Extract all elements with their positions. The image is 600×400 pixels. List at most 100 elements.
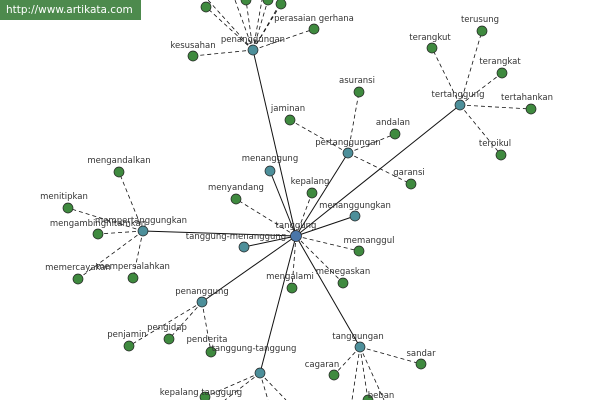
- node-beban[interactable]: beban: [362, 391, 394, 400]
- node-label: mempertanggungkan: [95, 216, 187, 226]
- node-memercayakan[interactable]: memercayakan: [45, 263, 111, 285]
- node-tertanggung[interactable]: tertanggung: [432, 90, 485, 111]
- node-pengidap[interactable]: pengidap: [147, 323, 187, 345]
- node-label: tertahankan: [501, 93, 553, 103]
- node-kepalang-tanggung[interactable]: kepalang tanggung: [160, 388, 242, 400]
- node-dot[interactable]: [349, 210, 361, 222]
- edge-tanggung-penanggung: [201, 235, 297, 303]
- node-dot[interactable]: [405, 178, 417, 190]
- node-tanggung-tanggung[interactable]: tanggung-tanggung: [212, 344, 297, 379]
- unlabeled-node-dot-3: [275, 0, 287, 10]
- node-terpikul[interactable]: terpikul: [479, 139, 511, 161]
- edge-tanggung-mengalami: [291, 235, 297, 289]
- node-menanggungkan[interactable]: menanggungkan: [319, 201, 391, 222]
- node-kepalang[interactable]: kepalang: [291, 177, 330, 199]
- node-dot[interactable]: [123, 340, 135, 352]
- node-dot[interactable]: [284, 114, 296, 126]
- edge-tanggung-menanggung: [269, 170, 297, 237]
- node-mempersalahkan[interactable]: mempersalahkan: [96, 262, 170, 284]
- node-label: menanggungkan: [319, 201, 391, 211]
- node-menanggung[interactable]: menanggung: [242, 154, 298, 177]
- node-menegaskan[interactable]: menegaskan: [316, 267, 371, 289]
- node-dot[interactable]: [199, 391, 211, 400]
- node-dot[interactable]: [238, 241, 250, 253]
- node-dot[interactable]: [286, 282, 298, 294]
- node-dot[interactable]: [476, 25, 488, 37]
- node-sandar[interactable]: sandar: [406, 349, 436, 370]
- edge-tanggung-menanggungkan: [295, 215, 356, 237]
- edge-tanggung-tanggung-tanggung: [259, 235, 297, 374]
- node-dot[interactable]: [247, 44, 259, 56]
- node-mengandalkan[interactable]: mengandalkan: [87, 156, 151, 178]
- edge-tanggung-kepalang: [295, 192, 313, 237]
- node-dot[interactable]: [205, 346, 217, 358]
- edge-mempertanggungkan-mempersalahkan: [132, 230, 144, 279]
- node-label: asuransi: [339, 76, 375, 86]
- node-dot[interactable]: [308, 23, 320, 35]
- node-label: jaminan: [270, 104, 305, 114]
- node-penjamin[interactable]: penjamin: [107, 330, 147, 352]
- node-dot[interactable]: [342, 147, 354, 159]
- node-kesusahan[interactable]: kesusahan: [170, 41, 216, 62]
- node-menyandang[interactable]: menyandang: [208, 183, 264, 205]
- node-dot[interactable]: [389, 128, 401, 140]
- node-dot[interactable]: [163, 333, 175, 345]
- node-dot[interactable]: [137, 225, 149, 237]
- site-watermark[interactable]: http://www.artikata.com: [0, 0, 141, 20]
- node-dot[interactable]: [415, 358, 427, 370]
- node-penderita[interactable]: penderita: [186, 335, 228, 358]
- node-dot[interactable]: [127, 272, 139, 284]
- node-label: sandar: [406, 349, 436, 359]
- node-dot[interactable]: [306, 187, 318, 199]
- node-perasaian-gerhana[interactable]: perasaian gerhana: [274, 14, 354, 35]
- node-dot[interactable]: [113, 166, 125, 178]
- node-andalan[interactable]: andalan: [376, 118, 410, 140]
- node-penanggungan[interactable]: penanggungan: [221, 35, 285, 56]
- node-terangkut[interactable]: terangkut: [409, 33, 451, 54]
- edge-tertanggung-terusung: [459, 30, 483, 106]
- node-pertanggungan[interactable]: pertanggungan: [315, 138, 381, 159]
- node-dot[interactable]: [264, 165, 276, 177]
- node-label: terpikul: [479, 139, 511, 149]
- node-dot[interactable]: [495, 149, 507, 161]
- node-dot[interactable]: [362, 394, 374, 400]
- node-dot[interactable]: [454, 99, 466, 111]
- node-mengalami[interactable]: mengalami: [266, 272, 314, 294]
- node-dot[interactable]: [187, 50, 199, 62]
- node-dot[interactable]: [72, 273, 84, 285]
- node-mengambinghitamkan[interactable]: mengambinghitamkan: [50, 219, 146, 240]
- node-dot[interactable]: [92, 228, 104, 240]
- node-tanggungan[interactable]: tanggungan: [332, 332, 384, 353]
- node-dot[interactable]: [525, 103, 537, 115]
- node-menitipkan[interactable]: menitipkan: [40, 192, 88, 214]
- node-jaminan[interactable]: jaminan: [270, 104, 305, 126]
- node-mempertanggungkan[interactable]: mempertanggungkan: [95, 216, 187, 237]
- node-tanggung-menanggung[interactable]: tanggung-menanggung: [186, 232, 286, 253]
- node-label: perasaian gerhana: [274, 14, 354, 24]
- node-memanggul[interactable]: memanggul: [344, 236, 395, 257]
- node-terangkat[interactable]: terangkat: [479, 57, 521, 79]
- node-dot[interactable]: [230, 193, 242, 205]
- node-asuransi[interactable]: asuransi: [339, 76, 375, 98]
- node-dot[interactable]: [62, 202, 74, 214]
- node-tanggung[interactable]: tanggung: [276, 221, 317, 242]
- node-dot[interactable]: [426, 42, 438, 54]
- node-dot[interactable]: [353, 86, 365, 98]
- node-dot[interactable]: [328, 369, 340, 381]
- node-dot[interactable]: [254, 367, 266, 379]
- node-terusung[interactable]: terusung: [461, 15, 499, 37]
- node-garansi[interactable]: garansi: [393, 168, 425, 190]
- edge-mempertanggungkan-mengandalkan: [118, 171, 144, 232]
- edge-tanggung-mempertanggungkan: [142, 230, 297, 237]
- node-label: terangkut: [409, 33, 451, 43]
- node-penanggung[interactable]: penanggung: [175, 287, 229, 308]
- node-dot[interactable]: [354, 341, 366, 353]
- node-dot[interactable]: [353, 245, 365, 257]
- node-dot[interactable]: [337, 277, 349, 289]
- node-dot[interactable]: [290, 230, 302, 242]
- node-cagaran[interactable]: cagaran: [305, 360, 340, 381]
- edge-mempertanggungkan-mengambinghitamkan: [97, 230, 144, 235]
- node-tertahankan[interactable]: tertahankan: [501, 93, 553, 115]
- node-dot[interactable]: [496, 67, 508, 79]
- node-dot[interactable]: [196, 296, 208, 308]
